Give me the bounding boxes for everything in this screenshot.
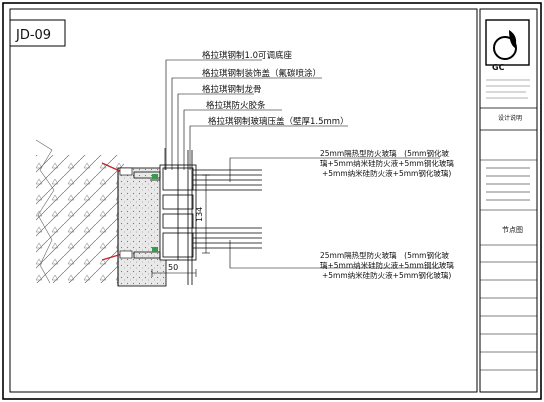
glass-spec-top: 25mm隔热型防火玻璃 (5mm钢化玻 璃+5mm纳米硅防火液+5mm钢化玻璃 … xyxy=(320,148,454,178)
top-bracket xyxy=(133,171,161,181)
annotation-adjustable-base: 格拉琪钢制1.0可调底座 xyxy=(202,50,293,61)
fire-gasket-bottom xyxy=(152,247,158,252)
glass-spec-top-line-1: 25mm隔热型防火玻璃 (5mm钢化玻 xyxy=(320,148,449,158)
fire-gasket-top xyxy=(152,174,158,179)
glass-spec-bottom-line-1: 25mm隔热型防火玻璃 (5mm钢化玻 xyxy=(320,250,449,260)
dimension-width: 50 xyxy=(151,263,197,277)
anchor-bolt-bottom xyxy=(101,250,133,261)
wall-break-line xyxy=(35,139,55,284)
anchor-bolt-top xyxy=(101,162,133,176)
title-block: GC 设计说明 节点图 xyxy=(479,8,538,393)
drawing-code-box: JD-09 xyxy=(9,19,66,47)
info-rows xyxy=(480,244,537,371)
steel-frame-profile xyxy=(159,150,197,285)
dimension-height: 134 xyxy=(195,174,210,254)
fire-glass-top xyxy=(193,169,262,191)
company-info-lines xyxy=(486,79,530,99)
drawing-frame xyxy=(9,8,478,393)
drawing-code: JD-09 xyxy=(15,28,51,43)
annotation-fire-gasket: 格拉琪防火胶条 xyxy=(206,100,266,111)
glass-spec-bottom: 25mm隔热型防火玻璃 (5mm钢化玻 璃+5mm纳米硅防火液+5mm钢化玻璃 … xyxy=(320,250,454,280)
bottom-bracket xyxy=(133,251,161,259)
annotation-steel-keel: 格拉琪钢制龙骨 xyxy=(202,84,262,95)
annotation-leaders xyxy=(165,59,348,170)
glass-spec-top-line-2: 璃+5mm纳米硅防火液+5mm钢化玻璃 xyxy=(320,158,454,168)
annotation-glass-cover: 格拉琪钢制玻璃压盖（壁厚1.5mm） xyxy=(208,116,349,127)
hatched-wall xyxy=(36,155,124,283)
company-logo: GC xyxy=(485,19,530,72)
notes-rows xyxy=(480,159,537,211)
dimension-width-label: 50 xyxy=(168,263,178,272)
glass-spec-bottom-line-2: 璃+5mm纳米硅防火液+5mm钢化玻璃 xyxy=(320,260,454,270)
logo-text: GC xyxy=(492,63,505,72)
fire-glass-bottom xyxy=(193,227,262,249)
drawing-name: 节点图 xyxy=(502,226,523,234)
dimension-height-label: 134 xyxy=(195,207,204,222)
glass-spec-leaders xyxy=(229,157,440,269)
annotation-decorative-cover: 格拉琪钢制装饰盖（氟碳喷涂） xyxy=(202,68,321,79)
glass-spec-bottom-line-3: +5mm纳米硅防火液+5mm钢化玻璃) xyxy=(322,270,451,280)
design-notes-label: 设计说明 xyxy=(498,114,522,122)
concrete-section xyxy=(117,167,167,287)
glass-spec-top-line-3: +5mm纳米硅防火液+5mm钢化玻璃) xyxy=(322,168,451,178)
